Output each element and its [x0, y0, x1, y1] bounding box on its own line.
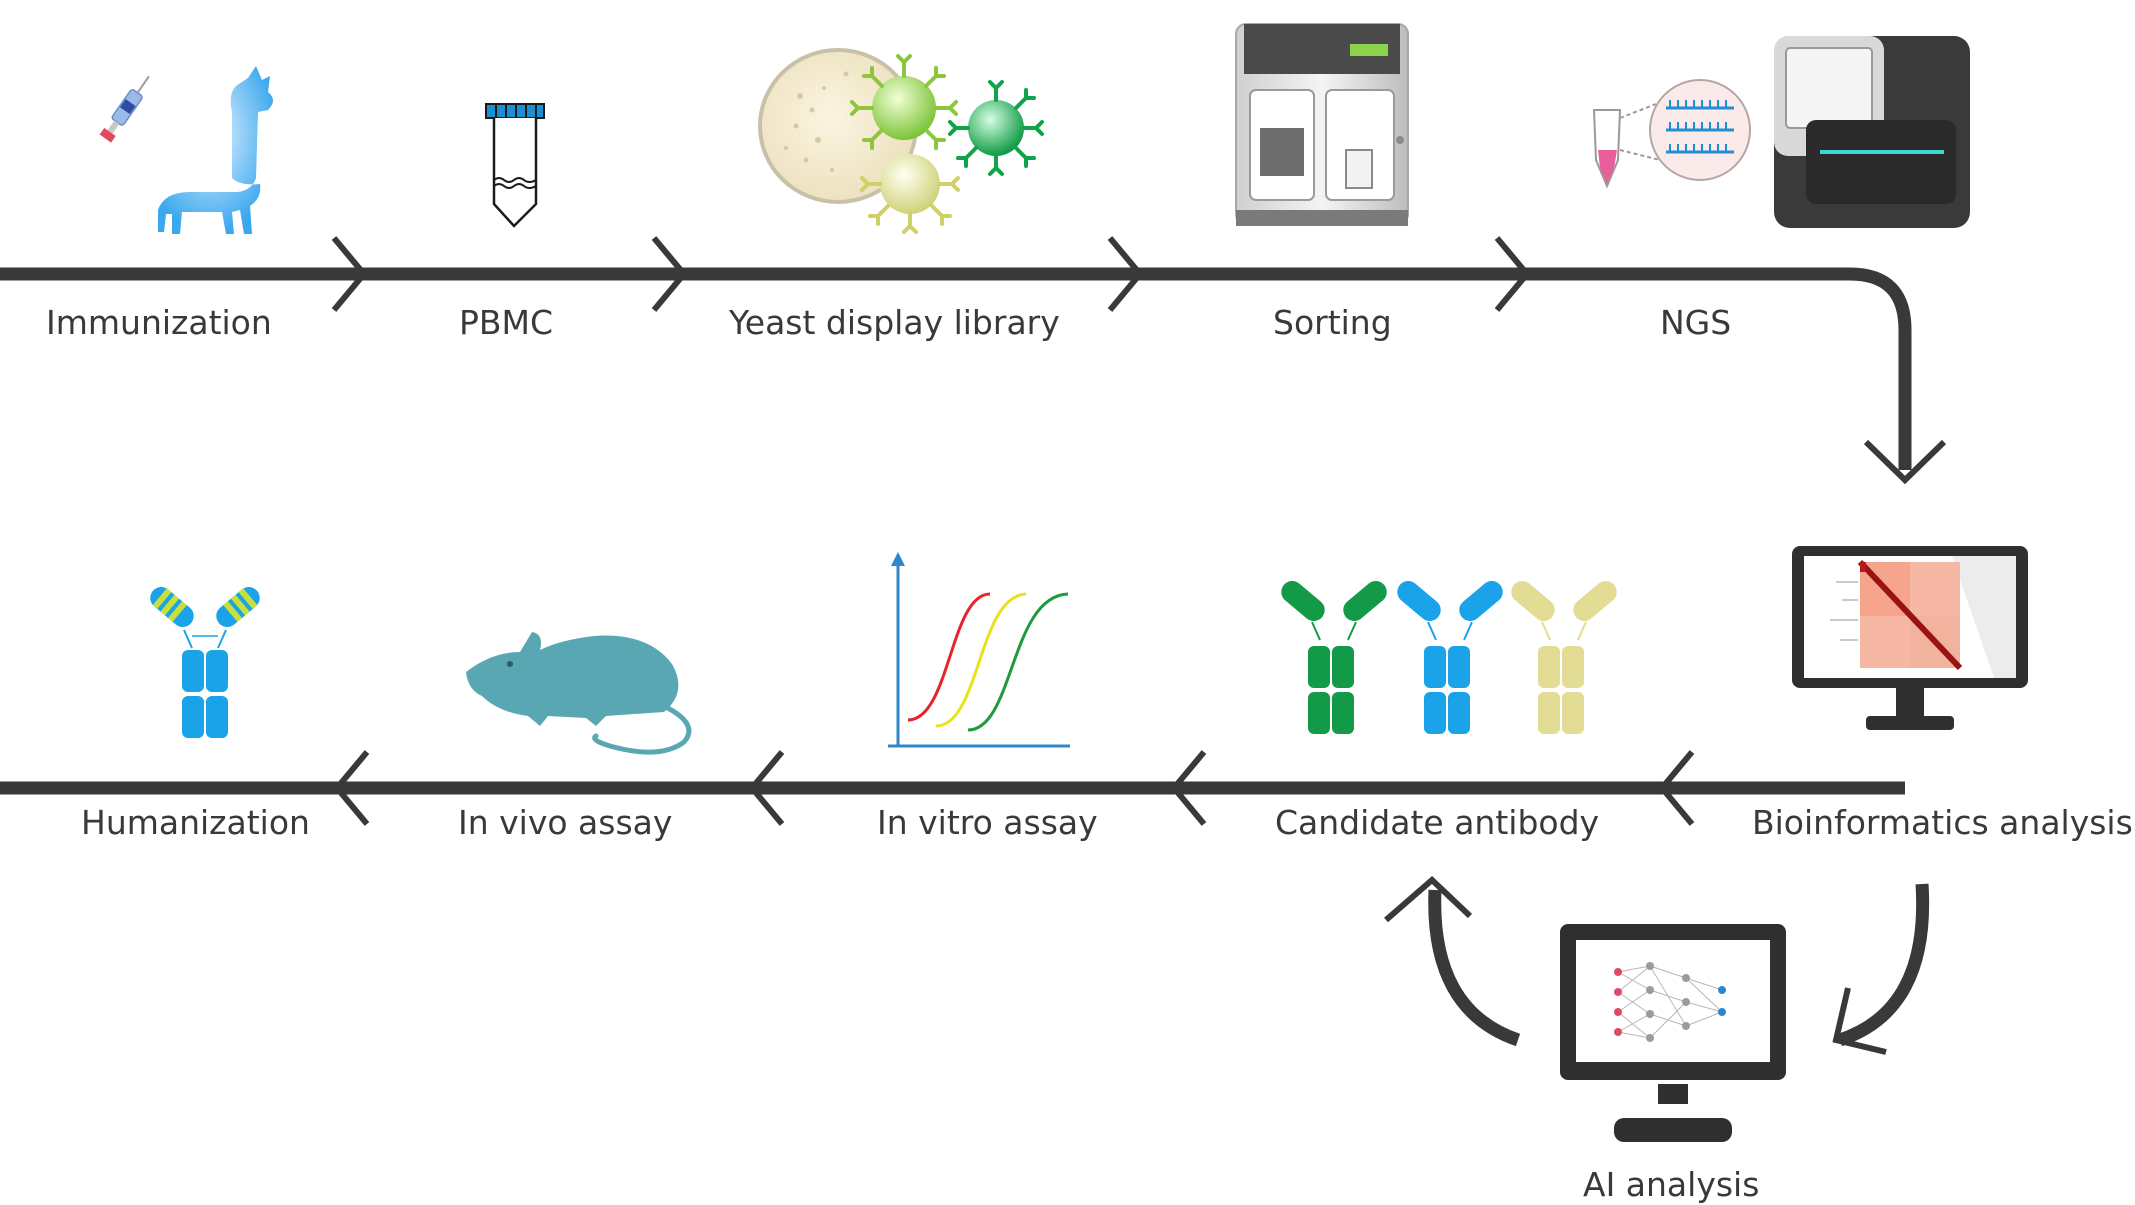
loop-arrow-to-ai: [1837, 883, 1930, 1047]
sequencer-machine-icon: [1774, 36, 1970, 228]
label-humanization: Humanization: [81, 803, 310, 842]
label-candidate-antibody: Candidate antibody: [1275, 803, 1599, 842]
antibody-green-icon: [1281, 581, 1387, 734]
sigmoid-curves-icon: [888, 552, 1070, 748]
syringe-icon: [99, 75, 150, 143]
label-immunization: Immunization: [46, 303, 272, 342]
tube-icon: [485, 103, 545, 228]
label-bioinformatics-analysis: Bioinformatics analysis: [1752, 803, 2133, 842]
label-yeast-display-library: Yeast display library: [728, 303, 1060, 342]
chevron-left-icon: [1658, 750, 1695, 826]
label-pbmc: PBMC: [459, 303, 553, 342]
candidate-antibodies-icon: [1281, 581, 1617, 734]
down-arrow-head: [1863, 439, 1947, 485]
label-ai-analysis: AI analysis: [1583, 1165, 1759, 1204]
label-in-vitro-assay: In vitro assay: [877, 803, 1098, 842]
top-flow-line: [0, 267, 1912, 470]
alpaca-icon: [99, 66, 273, 234]
labels: Immunization PBMC Yeast display library …: [46, 303, 2133, 1204]
antibody-yellow-icon: [1511, 581, 1617, 734]
label-in-vivo-assay: In vivo assay: [458, 803, 672, 842]
yeast-display-icon: [758, 48, 1044, 234]
mouse-icon: [466, 632, 692, 755]
monitor-neural-network-icon: [1560, 924, 1786, 1142]
monitor-heatmap-icon: [1792, 546, 2028, 730]
chevron-right-icon: [1107, 236, 1144, 312]
chevron-left-icon: [333, 750, 370, 826]
loop-arrow-to-candidate: [1428, 889, 1521, 1047]
antibody-blue-icon: [1397, 581, 1503, 734]
chevron-left-icon: [748, 750, 785, 826]
chevron-left-icon: [1170, 750, 1207, 826]
sorter-machine-icon: [1235, 23, 1409, 226]
label-sorting: Sorting: [1273, 303, 1392, 342]
chevron-right-icon: [331, 236, 368, 312]
label-ngs: NGS: [1660, 303, 1731, 342]
loop-arrow-to-ai-head: [1832, 987, 1887, 1055]
chevron-right-icon: [651, 236, 688, 312]
loop-arrow-to-candidate-head: [1384, 875, 1473, 923]
flow-lines: [0, 236, 1947, 1055]
ngs-icon: [1592, 36, 1970, 228]
chevron-right-icon: [1494, 236, 1531, 312]
humanized-antibody-icon: [150, 587, 260, 738]
